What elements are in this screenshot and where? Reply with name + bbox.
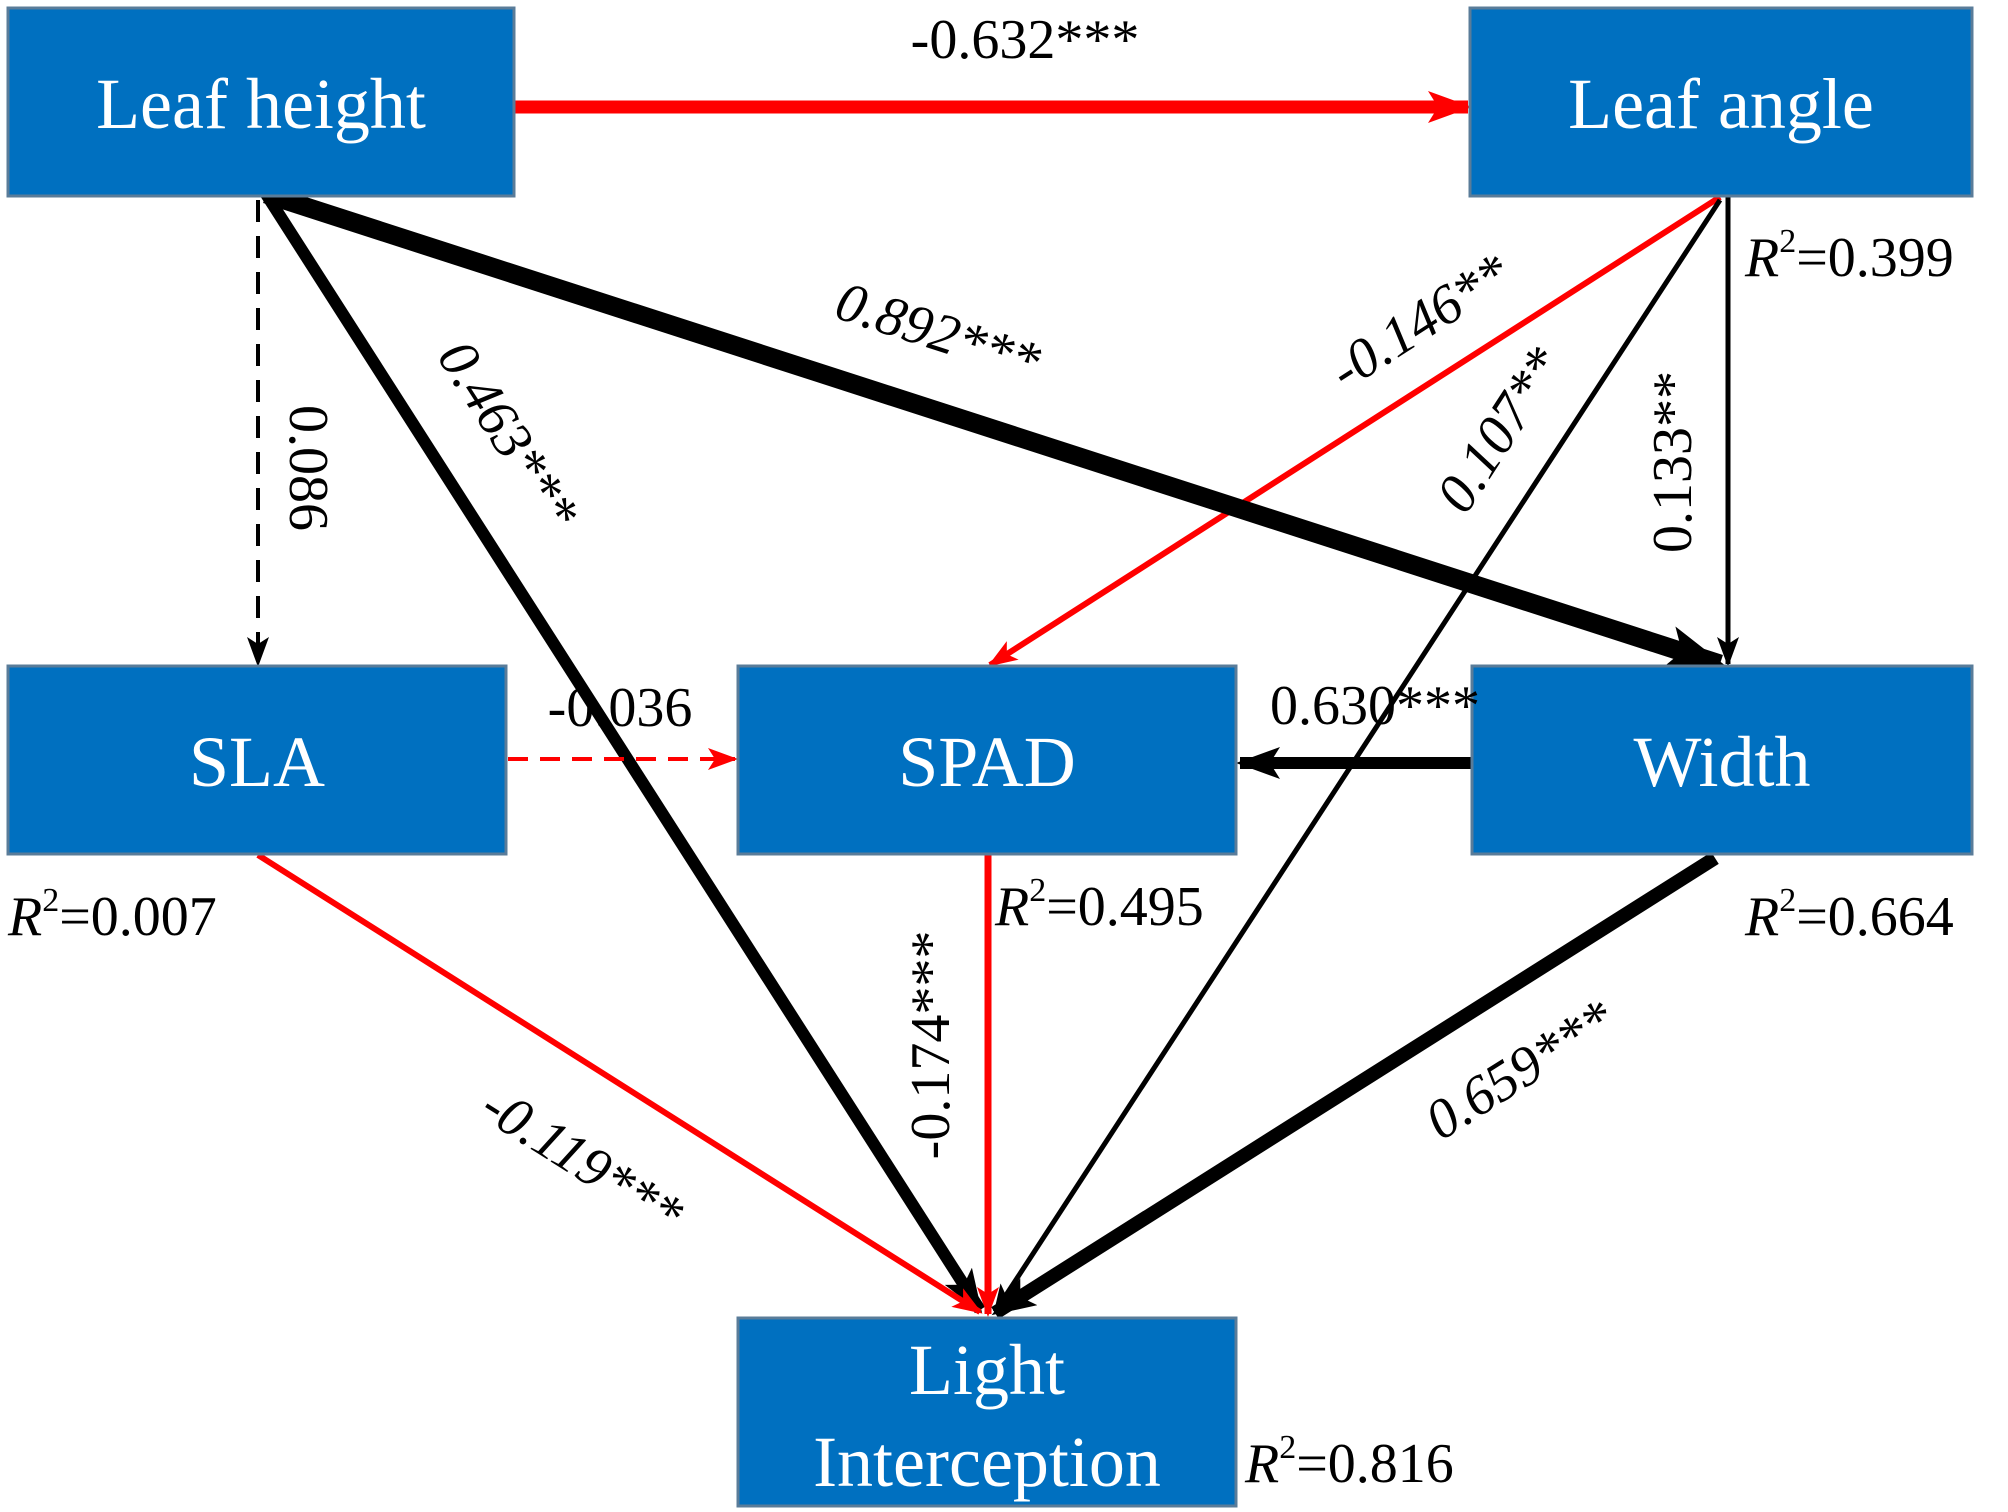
r2-sla: R2=0.007 bbox=[7, 882, 217, 948]
edge-leaf-angle-to-light bbox=[992, 198, 1723, 1315]
node-leaf-angle: Leaf angle bbox=[1468, 6, 1974, 198]
node-leaf-height-box bbox=[6, 6, 516, 198]
r2-leaf-angle: R2=0.399 bbox=[1744, 223, 1954, 289]
node-leaf-angle-box bbox=[1468, 6, 1974, 198]
coef-leaf-angle-to-width: 0.133** bbox=[1642, 371, 1704, 553]
edge-leaf-height-to-light bbox=[260, 190, 986, 1314]
node-sla-label: SLA bbox=[189, 722, 325, 802]
coef-sla-to-light: -0.119*** bbox=[471, 1074, 694, 1246]
coef-leaf-height-to-sla: 0.086 bbox=[277, 405, 339, 531]
edge-width-to-light bbox=[991, 852, 1719, 1319]
coef-leaf-angle-to-light: 0.107** bbox=[1424, 337, 1575, 523]
node-light-interception-line-1: Light bbox=[909, 1330, 1065, 1410]
node-leaf-height-label: Leaf height bbox=[96, 64, 426, 144]
edge-leaf-height-to-width bbox=[263, 184, 1726, 674]
coef-spad-to-light: -0.174*** bbox=[900, 931, 962, 1160]
coef-leaf-height-to-leaf-angle: -0.632*** bbox=[911, 9, 1140, 71]
path-edges bbox=[247, 91, 1739, 1319]
r2-spad: R2=0.495 bbox=[994, 872, 1204, 938]
node-light-interception-box bbox=[736, 1316, 1238, 1508]
coef-width-to-light: 0.659*** bbox=[1415, 988, 1626, 1153]
node-width-label: Width bbox=[1633, 722, 1810, 802]
r2-width: R2=0.664 bbox=[1744, 882, 1954, 948]
node-sla-box bbox=[6, 664, 508, 856]
node-sla: SLA bbox=[6, 664, 508, 856]
coef-sla-to-spad: -0.036 bbox=[548, 677, 693, 739]
node-light-interception: Light Interception bbox=[736, 1316, 1238, 1508]
node-light-interception-line-2: Interception bbox=[813, 1422, 1161, 1502]
node-spad-box bbox=[736, 664, 1238, 856]
r-squared-labels: R2=0.399 R2=0.007 R2=0.495 R2=0.664 R2=0… bbox=[7, 223, 1954, 1495]
coef-leaf-height-to-light: 0.463*** bbox=[425, 330, 590, 540]
node-leaf-height: Leaf height bbox=[6, 6, 516, 198]
coef-width-to-spad: 0.630*** bbox=[1270, 675, 1480, 737]
node-spad-label: SPAD bbox=[898, 722, 1075, 802]
coef-leaf-height-to-width: 0.892*** bbox=[829, 270, 1048, 394]
node-spad: SPAD bbox=[736, 664, 1238, 856]
r2-light-interception: R2=0.816 bbox=[1244, 1429, 1454, 1495]
coef-leaf-angle-to-spad: -0.146** bbox=[1319, 242, 1521, 403]
edge-sla-to-light bbox=[256, 852, 983, 1315]
edge-leaf-angle-to-spad bbox=[987, 194, 1722, 668]
node-leaf-angle-label: Leaf angle bbox=[1568, 64, 1874, 144]
node-width: Width bbox=[1470, 664, 1974, 856]
node-width-box bbox=[1470, 664, 1974, 856]
